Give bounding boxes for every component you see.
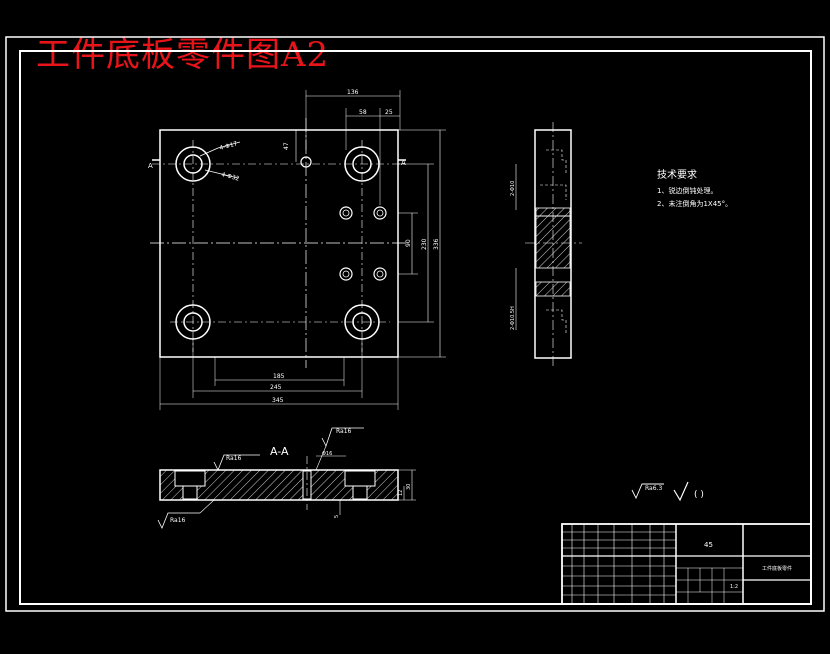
dim-25: 25 <box>385 109 393 116</box>
section-view: A-A Ra16 Ra16 Ra16 Φ16 30 12 5 <box>157 427 416 529</box>
hole-note-1: 4-Φ17 <box>219 140 239 152</box>
title-block: 45 工件底板零件 1:2 <box>561 523 812 605</box>
pin-hole-top <box>300 156 312 168</box>
plan-view: 4-Φ17 4-Φ32 A A 136 58 25 47 90 230 336 <box>148 89 446 410</box>
dim-345: 345 <box>272 397 284 404</box>
roughness-value: Ra6.3 <box>645 485 662 492</box>
dim-12: 12 <box>398 490 404 496</box>
pin-hole-4 <box>373 267 387 281</box>
dim-5: 5 <box>334 515 340 518</box>
rough-3: Ra16 <box>336 428 352 435</box>
tech-item-2: 2、未注倒角为1X45°。 <box>657 199 732 208</box>
dim-336: 336 <box>433 238 440 250</box>
outer-border <box>5 36 825 612</box>
pin-hole-3 <box>339 267 353 281</box>
side-view: 2-Φ10 2-Φ10.5H <box>510 122 582 366</box>
part-name-value: 工件底板零件 <box>762 565 792 572</box>
dim-47: 47 <box>283 142 290 150</box>
dim-58: 58 <box>359 109 367 116</box>
dim-30: 30 <box>406 484 412 490</box>
tech-item-1: 1、锐边倒钝处理。 <box>657 186 717 195</box>
technical-requirements: 技术要求 1、锐边倒钝处理。 2、未注倒角为1X45°。 <box>657 168 732 208</box>
pin-hole-2 <box>373 206 387 220</box>
counterbore-hole-tr <box>344 146 380 182</box>
rough-2: Ra16 <box>170 517 186 524</box>
dim-90: 90 <box>405 239 412 247</box>
roughness-note: Ra6.3 ( ) <box>631 481 704 502</box>
material-value: 45 <box>704 541 713 549</box>
dim-185: 185 <box>273 373 285 380</box>
scale-value: 1:2 <box>730 584 738 590</box>
hole-note-2: 4-Φ32 <box>220 171 240 183</box>
dim-230: 230 <box>421 238 428 250</box>
dim-136: 136 <box>347 89 359 96</box>
section-label: A-A <box>270 445 289 458</box>
tech-heading: 技术要求 <box>657 168 697 181</box>
side-note-bottom: 2-Φ10.5H <box>510 306 516 330</box>
pin-hole-1 <box>339 206 353 220</box>
roughness-paren: ( ) <box>694 490 704 500</box>
dim-245: 245 <box>270 384 282 391</box>
section-mark-right: A <box>401 159 406 167</box>
plate-outline <box>159 129 399 358</box>
drawing-title: 工件底板零件图A2 <box>36 35 330 75</box>
hole-dim: Φ16 <box>322 451 332 457</box>
inner-border <box>19 50 812 605</box>
section-mark-left: A <box>148 162 153 170</box>
side-note-top: 2-Φ10 <box>510 181 516 196</box>
counterbore-hole-tl <box>175 146 211 182</box>
rough-1: Ra16 <box>226 455 242 462</box>
